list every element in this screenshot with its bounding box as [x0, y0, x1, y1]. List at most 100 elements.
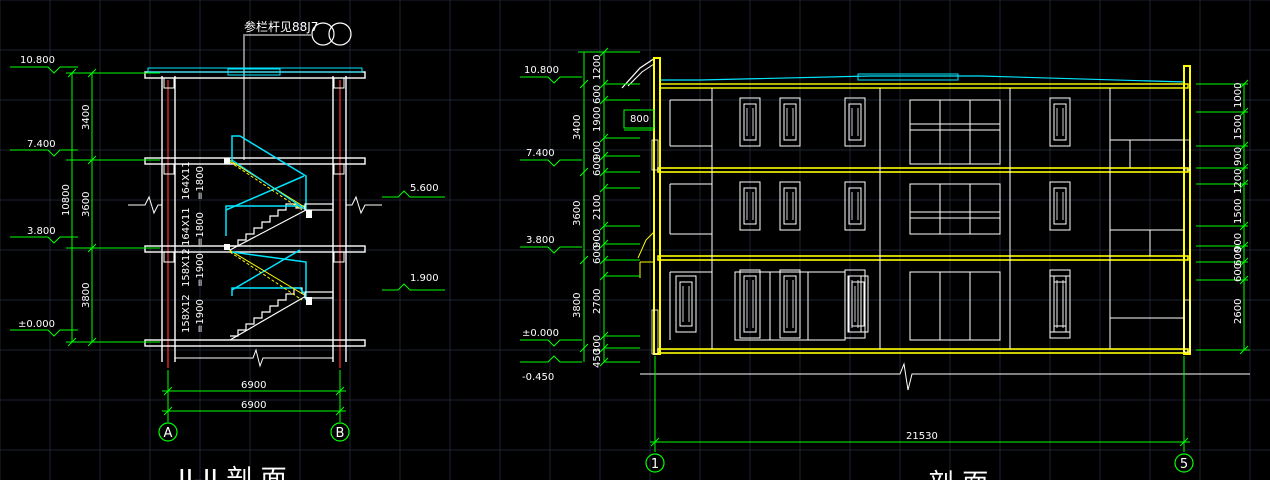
decorative-window	[779, 97, 801, 147]
dimension-value: 900	[1233, 147, 1244, 166]
ground-break	[640, 362, 1250, 391]
dimension-tick	[579, 79, 589, 89]
dimension-tick	[579, 255, 589, 265]
axis-label-1: 1	[651, 457, 659, 472]
axis-bubble-5	[1174, 453, 1194, 473]
note-symbol-circle-2	[328, 22, 352, 46]
dimension-text-left: 1200600190090060021009006002700300450340…	[572, 55, 603, 368]
decorative-window	[739, 97, 761, 147]
total-dimension	[650, 356, 1190, 452]
stair-flight-2	[225, 247, 307, 301]
stair-landing	[304, 291, 334, 299]
roof-line	[660, 75, 1186, 83]
stair-post	[224, 244, 230, 250]
dimension-width: 6900	[241, 400, 266, 411]
level-label: 7.400	[27, 139, 56, 150]
dimension-value: 1200	[592, 55, 603, 80]
column-right	[1183, 65, 1191, 355]
beam	[333, 77, 345, 89]
stair-post	[306, 297, 312, 305]
horizontal-dimensions	[162, 370, 346, 422]
decorative-windows	[675, 97, 1071, 339]
decorative-window	[739, 181, 761, 231]
wall-break-right	[346, 195, 382, 215]
dimension-width: 6900	[241, 380, 266, 391]
dimension-value: 900	[592, 229, 603, 248]
level-marker	[10, 66, 78, 337]
roof-parapet-cover	[147, 67, 363, 73]
stair-label: =1900	[195, 299, 206, 333]
axis-bubble-a	[158, 422, 178, 442]
section-title: II-II 剖 面	[178, 465, 287, 480]
ground-slab	[144, 339, 366, 347]
decorative-window	[847, 275, 869, 333]
dimension-value: 2600	[1233, 299, 1244, 324]
level-label: 1.900	[410, 273, 439, 284]
wall-break-left	[128, 195, 162, 215]
roof-insulation	[227, 68, 281, 76]
dimension-value: 600	[592, 245, 603, 264]
decorative-window	[1049, 181, 1071, 231]
stair-label: =1800	[195, 212, 206, 246]
dimension-value: 900	[1233, 233, 1244, 252]
roof-eave-left-inner	[627, 63, 655, 87]
level-marker	[520, 76, 582, 363]
dimension-window: 800	[630, 114, 649, 125]
dimension-value: 900	[592, 141, 603, 160]
level-label: 3.800	[27, 226, 56, 237]
axis-bubble-b	[330, 422, 350, 442]
decorative-window	[739, 269, 761, 339]
dimension-floor: 3800	[81, 283, 92, 308]
section-title: 剖 面	[928, 469, 988, 480]
floor-slab-2	[144, 245, 366, 253]
level-marker	[382, 190, 445, 291]
window-dim	[623, 109, 655, 131]
left-section: 参栏杆见88J7	[10, 19, 445, 480]
window-bay	[734, 99, 1001, 341]
stair-flight-1	[229, 249, 307, 341]
dimension-value: 1500	[1233, 199, 1244, 224]
wall-hatch	[1183, 139, 1191, 171]
dimension-value: 1500	[1233, 115, 1244, 140]
level-label: 7.400	[526, 148, 555, 159]
wall-hatch	[651, 139, 659, 171]
beam	[163, 77, 175, 89]
railing-note: 参栏杆见88J7	[244, 19, 318, 34]
decorative-window	[779, 269, 801, 339]
dimension-value: 450	[592, 349, 603, 368]
dimension-floor: 3400	[81, 105, 92, 130]
dimension-value: 1200	[1233, 169, 1244, 194]
roof-insulation	[857, 73, 959, 81]
axis-label-5: 5	[1180, 457, 1188, 472]
beam	[333, 251, 345, 263]
axis-label-b: B	[336, 426, 345, 441]
beam	[163, 163, 175, 175]
canopy	[637, 230, 655, 263]
level-label: ±0.000	[18, 319, 55, 330]
dimension-value: 600	[1233, 247, 1244, 266]
stair-label: 164X11	[181, 161, 192, 200]
dimension-total: 10800	[61, 184, 72, 216]
right-section: 800 10.800 7.400 3.800 ±0.000 -0.450 120…	[520, 47, 1250, 480]
stair-label: =1900	[195, 253, 206, 287]
stair-label: 158X12	[181, 248, 192, 287]
level-label: 3.800	[526, 235, 555, 246]
decorative-window	[1049, 275, 1071, 333]
floor-slab-3	[144, 157, 366, 165]
dimension-total: 21530	[906, 431, 938, 442]
wall-hatch	[1183, 299, 1191, 353]
stair-label: =1800	[195, 166, 206, 200]
dimension-value: 1900	[592, 107, 603, 132]
axis-label-a: A	[164, 426, 173, 441]
stair-post	[224, 158, 230, 164]
decorative-window	[779, 181, 801, 231]
stair-label: 164X11	[181, 207, 192, 246]
stair-label: 158X12	[181, 294, 192, 333]
floor-slab-2	[657, 255, 1189, 261]
beam	[333, 163, 345, 175]
dimension-value: 2100	[592, 195, 603, 220]
level-label: ±0.000	[522, 328, 559, 339]
